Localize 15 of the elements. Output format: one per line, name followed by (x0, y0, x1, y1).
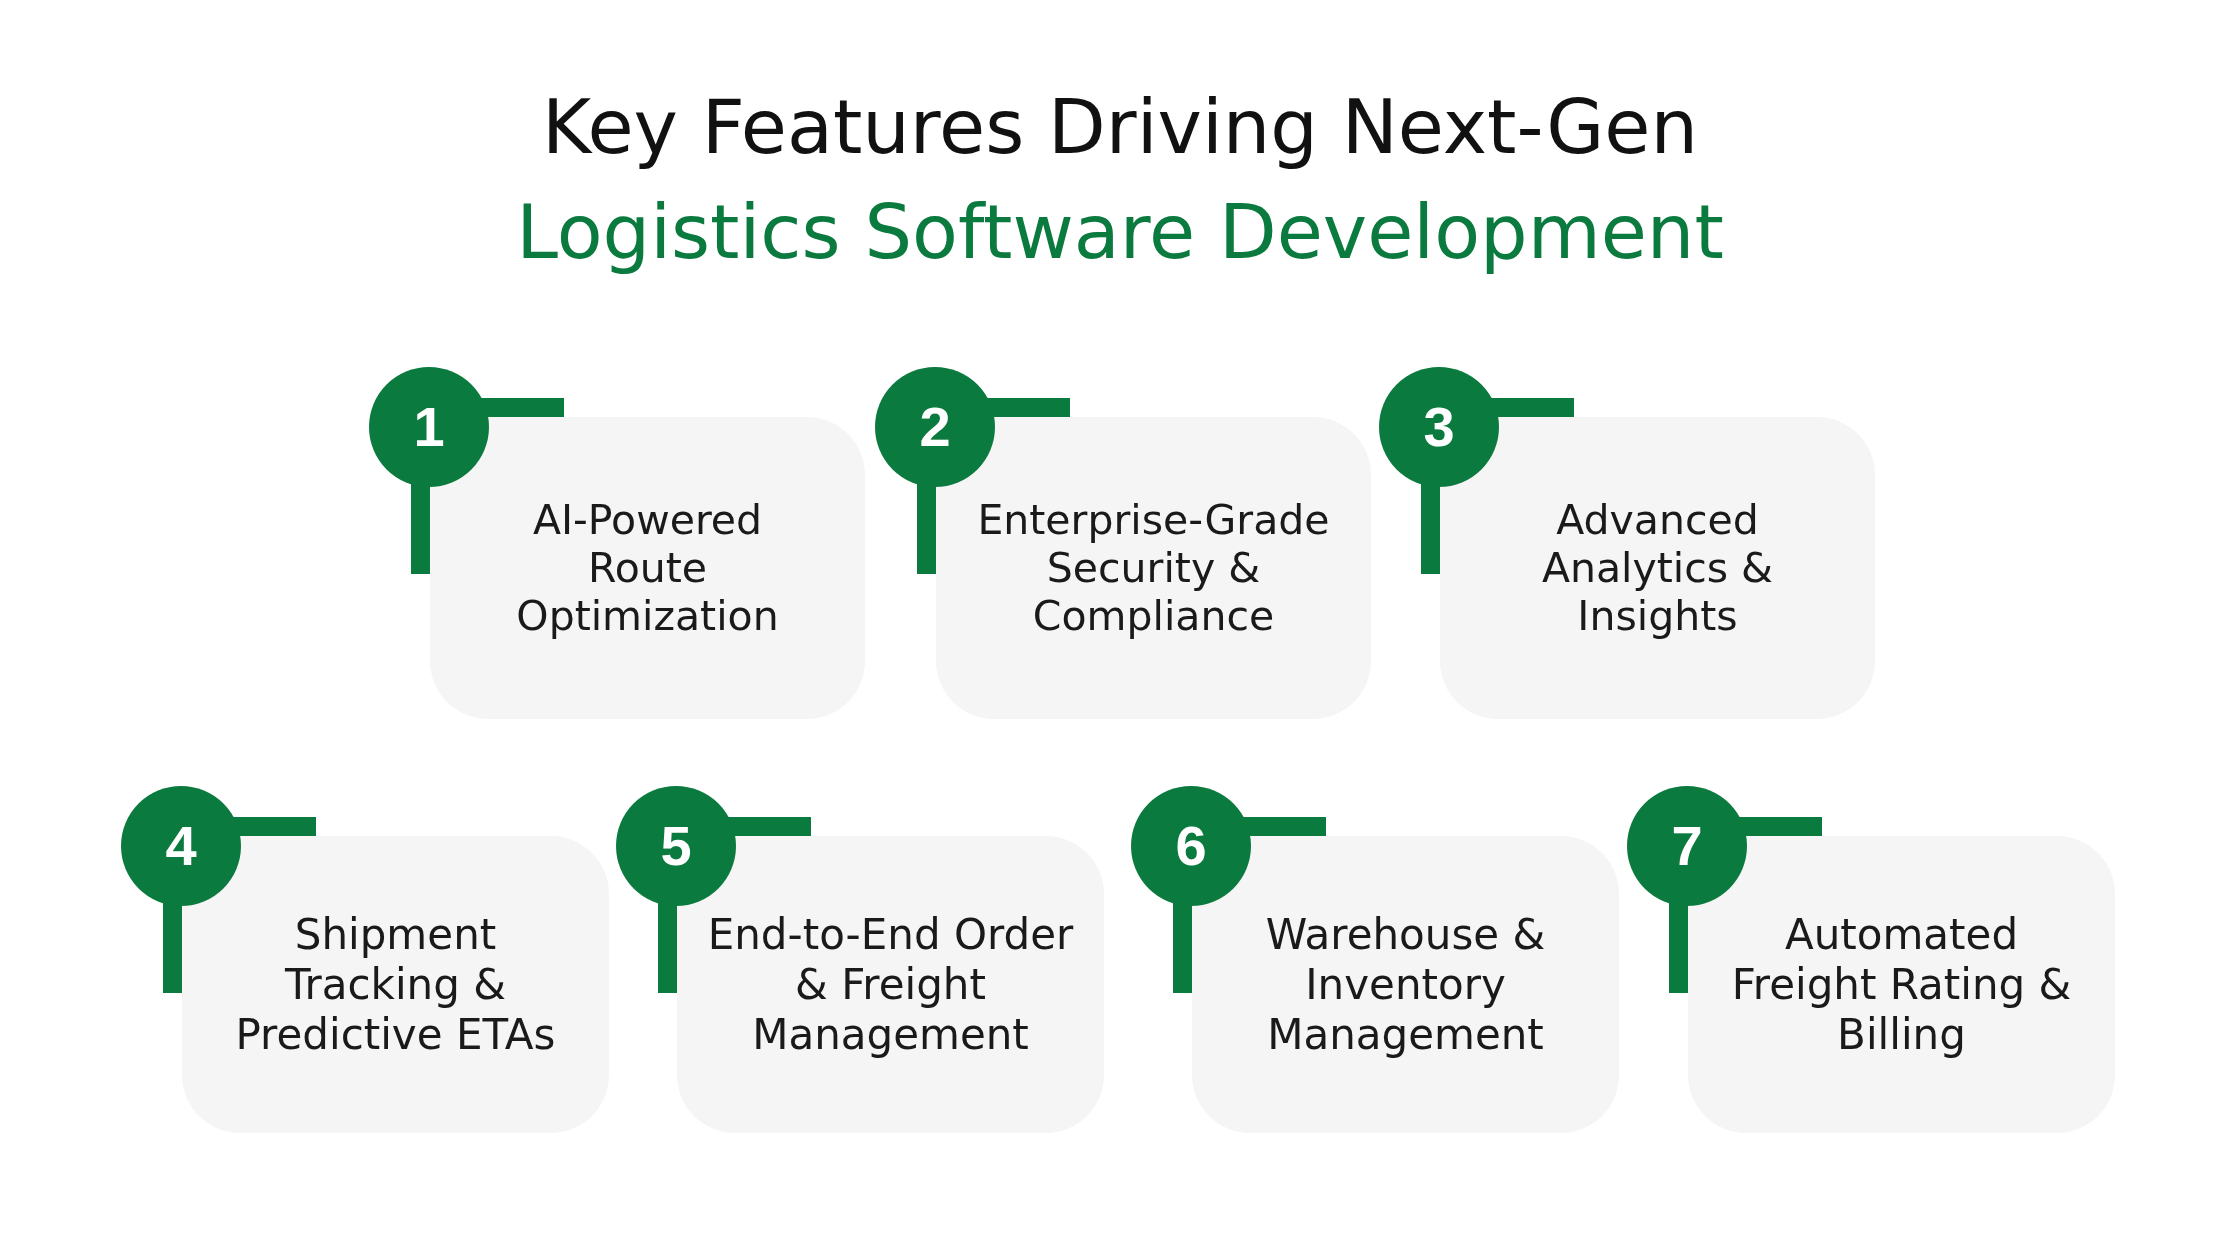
feature-text: Automated Freight Rating & Billing (1731, 909, 2072, 1059)
step-number: 5 (660, 818, 692, 874)
step-number: 1 (413, 399, 445, 455)
feature-text: Warehouse & Inventory Management (1265, 909, 1546, 1059)
step-number: 2 (919, 399, 951, 455)
title: Key Features Driving Next-Gen Logistics Software Development (516, 83, 1724, 276)
step-number: 3 (1423, 399, 1455, 455)
step-number: 6 (1175, 818, 1207, 874)
feature-text: Advanced Analytics & Insights (1541, 496, 1774, 640)
step-number: 7 (1671, 818, 1703, 874)
feature-text: Enterprise-Grade Security & Compliance (977, 496, 1330, 640)
feature-text: Shipment Tracking & Predictive ETAs (235, 909, 556, 1059)
step-number: 4 (165, 818, 197, 874)
feature-text: End-to-End Order & Freight Management (707, 909, 1074, 1059)
feature-text: AI-Powered Route Optimization (516, 496, 779, 640)
